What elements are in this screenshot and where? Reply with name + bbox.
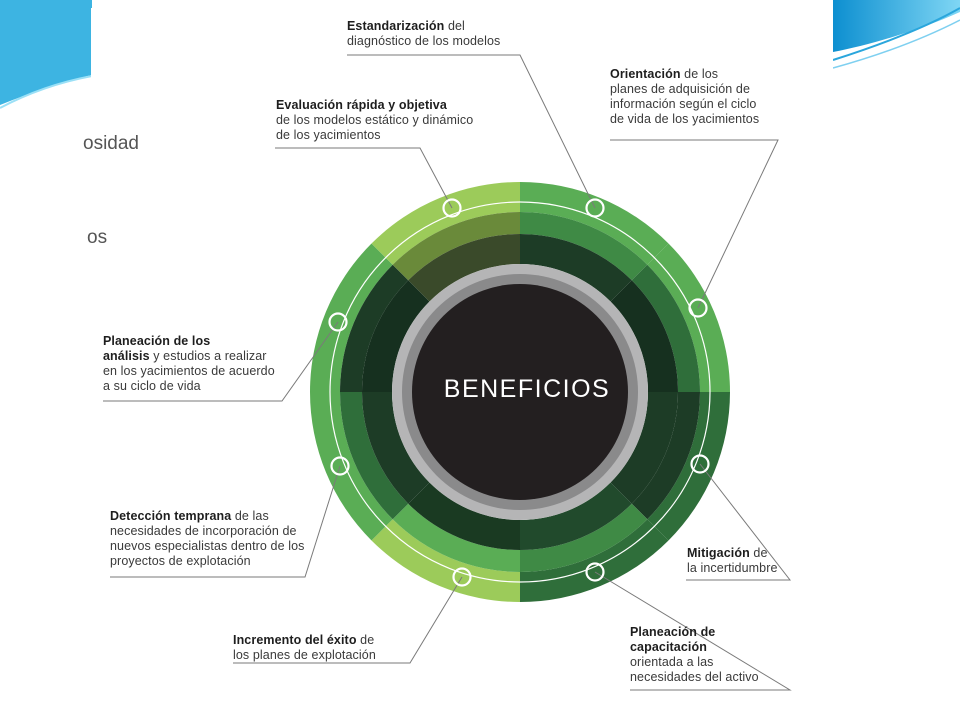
swoosh-right-shape <box>833 0 960 52</box>
middle-ring-segment <box>520 503 648 572</box>
inner-ring-segment <box>362 392 430 504</box>
leader-mitigacion <box>686 463 792 581</box>
benefit-text: en los yacimientos de acuerdo <box>103 364 275 378</box>
inner-ring-segment <box>610 392 678 504</box>
benefit-text: orientada a las <box>630 655 714 669</box>
swoosh-right-line-2 <box>832 19 960 69</box>
benefit-text: a su ciclo de vida <box>103 379 201 393</box>
diagram-rings <box>310 182 730 602</box>
benefit-estandarizacion-title: Estandarización <box>347 19 445 33</box>
benefit-text: del <box>447 19 465 33</box>
benefit-text: planes de adquisición de <box>610 82 751 96</box>
outer-ring-segment <box>310 392 393 541</box>
benefit-text: los planes de explotación <box>233 648 376 662</box>
benefit-planeacion-capacitacion-title: Planeación de <box>630 625 716 639</box>
marker-estandarizacion <box>585 198 605 218</box>
guide-ring <box>329 201 711 583</box>
benefit-text: información según el ciclo <box>610 97 757 111</box>
inner-ring-segment <box>520 482 632 550</box>
benefit-text: proyectos de explotación <box>110 554 251 568</box>
marker-deteccion <box>330 456 350 476</box>
slide-text-fragment-2: os <box>87 227 108 248</box>
markers <box>328 198 710 587</box>
benefit-mitigacion: Mitigación de la incertidumbre <box>687 546 778 576</box>
outer-ring-segment <box>310 243 393 392</box>
outer-ring-segment <box>647 392 730 541</box>
leader-deteccion <box>110 465 341 578</box>
marker-incremento <box>452 567 472 587</box>
swoosh-right-line-1 <box>832 7 960 61</box>
benefit-planeacion-analisis-title: Planeación de los <box>103 334 211 348</box>
benefit-text: y estudios a realizar <box>153 349 267 363</box>
benefit-evaluacion: Evaluación rápida y objetiva de los mode… <box>276 98 473 143</box>
benefit-orientacion: Orientación de los planes de adquisición… <box>610 67 759 127</box>
leader-lines <box>103 54 792 691</box>
leader-incremento <box>233 576 463 664</box>
benefit-text: necesidades del activo <box>630 670 759 684</box>
slide-text-fragment-1: osidad <box>83 133 139 154</box>
middle-ring-segment <box>631 392 700 520</box>
swoosh-left-shape <box>0 0 92 105</box>
benefit-text: necesidades de incorporación de <box>110 524 297 538</box>
inner-ring-segment <box>362 280 430 392</box>
center-title: BENEFICIOS <box>444 375 610 403</box>
marker-mitigacion <box>690 454 710 474</box>
benefit-text: de los <box>684 67 719 81</box>
leader-estandarizacion <box>347 54 596 209</box>
marker-orientacion <box>688 298 708 318</box>
outer-ring-segment <box>520 182 669 265</box>
inner-ring-segment <box>610 280 678 392</box>
leader-capacitacion <box>594 571 792 691</box>
middle-ring-segment <box>520 212 648 281</box>
benefit-orientacion-title: Orientación <box>610 67 681 81</box>
benefit-text: de las <box>234 509 269 523</box>
middle-ring-segment <box>340 264 409 392</box>
outer-ring-segment <box>647 243 730 392</box>
marker-evaluacion <box>442 198 462 218</box>
benefit-text: diagnóstico de los modelos <box>347 34 501 48</box>
benefit-planeacion-analisis: Planeación de los análisis y estudios a … <box>103 334 275 394</box>
benefit-text: de <box>753 546 768 560</box>
swoosh-left-line <box>0 75 93 109</box>
benefit-text: de <box>360 633 375 647</box>
leader-planeacion-analisis <box>103 321 339 402</box>
benefit-incremento: Incremento del éxito de los planes de ex… <box>233 633 376 663</box>
benefit-title-part: capacitación <box>630 640 707 654</box>
outer-ring-segment <box>371 182 520 265</box>
marker-planeacion-analisis <box>328 312 348 332</box>
benefit-title-part: análisis <box>103 349 150 363</box>
benefit-text: nuevos especialistas dentro de los <box>110 539 305 553</box>
benefit-incremento-title: Incremento del éxito <box>233 633 357 647</box>
middle-ring-segment <box>392 503 520 572</box>
leader-orientacion <box>610 139 779 309</box>
benefit-text: la incertidumbre <box>687 561 778 575</box>
benefit-deteccion-title: Detección temprana <box>110 509 232 523</box>
benefit-text: de vida de los yacimientos <box>610 112 760 126</box>
inner-ring-segment <box>408 234 520 302</box>
outer-ring-segment <box>520 519 669 602</box>
benefit-mitigacion-title: Mitigación <box>687 546 750 560</box>
benefit-estandarizacion: Estandarización del diagnóstico de los m… <box>347 19 500 49</box>
middle-ring-segment <box>392 212 520 281</box>
outer-ring-segment <box>371 519 520 602</box>
benefit-text: de los modelos estático y dinámico <box>276 113 474 127</box>
marker-capacitacion <box>585 562 605 582</box>
benefit-deteccion: Detección temprana de las necesidades de… <box>110 509 305 569</box>
center-circle <box>412 284 628 500</box>
leader-evaluacion <box>275 147 453 209</box>
middle-ring-segment <box>340 392 409 520</box>
inner-ring-segment <box>408 482 520 550</box>
benefit-text: de los yacimientos <box>276 128 381 142</box>
inner-ring-segment <box>520 234 632 302</box>
benefit-evaluacion-title: Evaluación rápida y objetiva <box>276 98 447 112</box>
benefit-planeacion-capacitacion: Planeación de capacitación orientada a l… <box>630 625 759 685</box>
middle-ring-segment <box>631 264 700 392</box>
